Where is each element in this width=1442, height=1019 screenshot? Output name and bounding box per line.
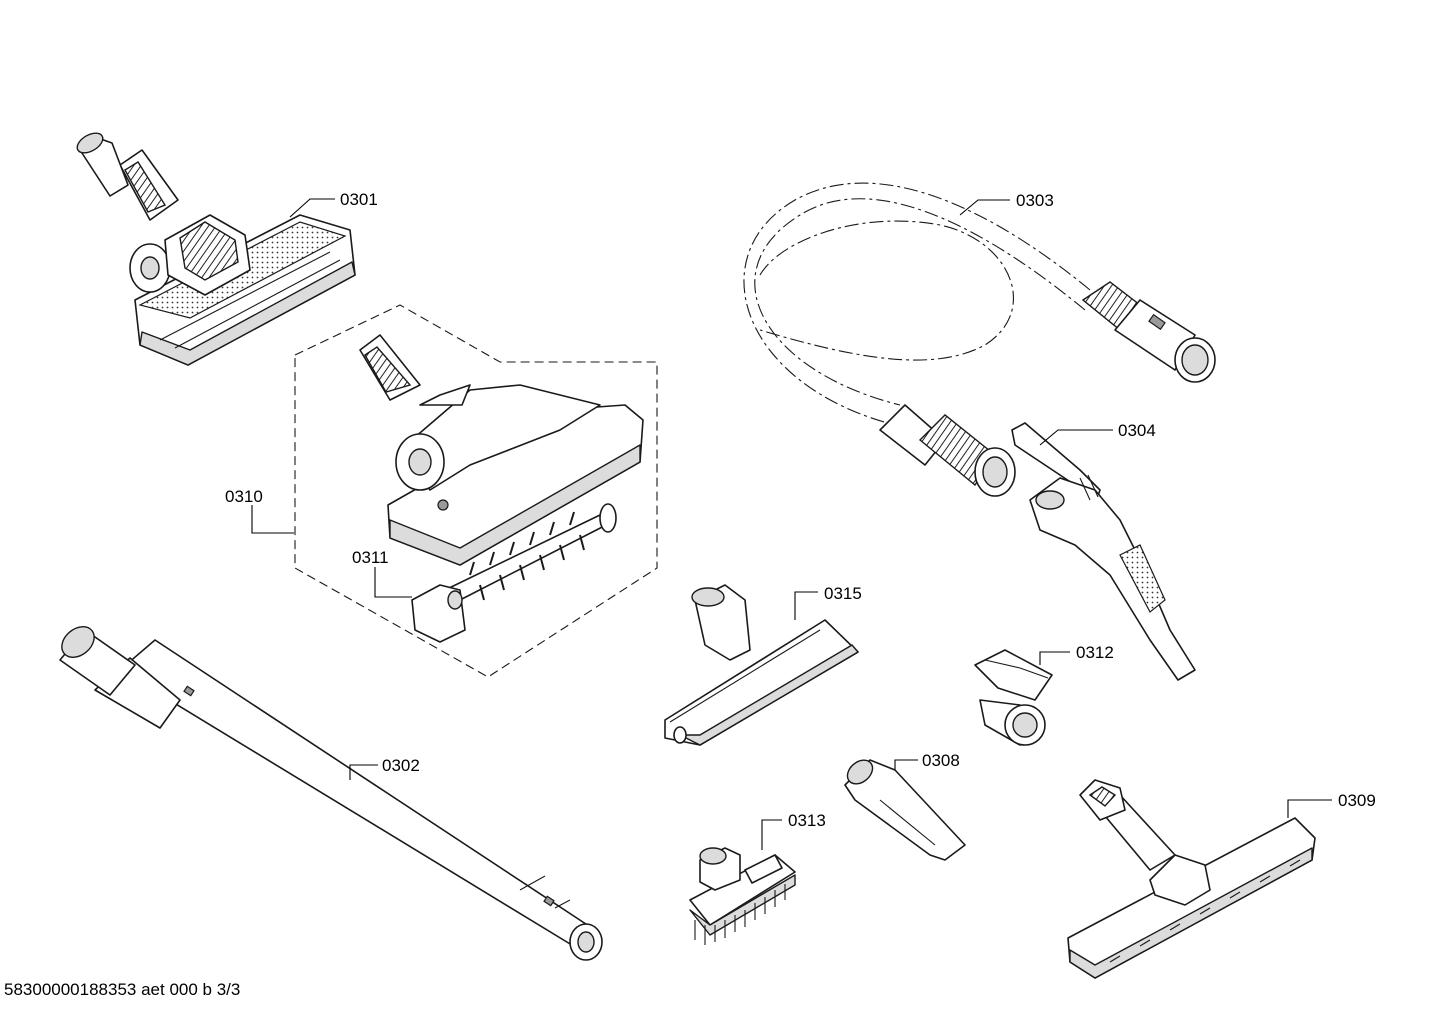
crevice-nozzle-icon	[844, 759, 966, 861]
upholstery-nozzle-icon	[664, 584, 859, 746]
brush-roller-icon	[411, 503, 617, 643]
hose-icon	[743, 182, 1216, 497]
part-callout-0309: 0309	[1287, 791, 1376, 818]
part-label-0311: 0311	[352, 548, 389, 567]
part-callout-0302: 0302	[349, 756, 420, 780]
telescopic-tube-icon	[59, 626, 603, 961]
part-label-0315: 0315	[824, 584, 862, 603]
handle-icon	[1011, 422, 1196, 681]
clip-holder-icon	[974, 649, 1053, 746]
part-label-0304: 0304	[1118, 421, 1156, 440]
parquet-nozzle-icon	[1067, 779, 1316, 979]
part-label-0310: 0310	[225, 487, 263, 506]
turbo-brush-assembly-icon	[294, 304, 658, 678]
part-label-0308: 0308	[922, 751, 960, 770]
part-label-0303: 0303	[1016, 191, 1054, 210]
part-label-0313: 0313	[788, 811, 826, 830]
part-label-0301: 0301	[340, 190, 378, 209]
part-callout-0304: 0304	[1039, 421, 1156, 446]
part-label-0309: 0309	[1338, 791, 1376, 810]
dusting-brush-icon	[689, 847, 796, 945]
part-callout-0313: 0313	[761, 811, 826, 850]
floor-nozzle-icon	[76, 132, 356, 366]
document-id: 58300000188353 aet 000 b 3/3	[4, 980, 241, 999]
part-callout-0303: 0303	[959, 191, 1054, 216]
part-callout-0315: 0315	[794, 584, 862, 620]
part-label-0302: 0302	[382, 756, 420, 775]
part-callout-0308: 0308	[894, 751, 960, 770]
part-callout-0310: 0310	[225, 487, 294, 534]
part-label-0312: 0312	[1076, 643, 1114, 662]
part-callout-0301: 0301	[289, 190, 378, 218]
part-callout-0311: 0311	[352, 548, 412, 598]
part-callout-0312: 0312	[1039, 643, 1114, 665]
